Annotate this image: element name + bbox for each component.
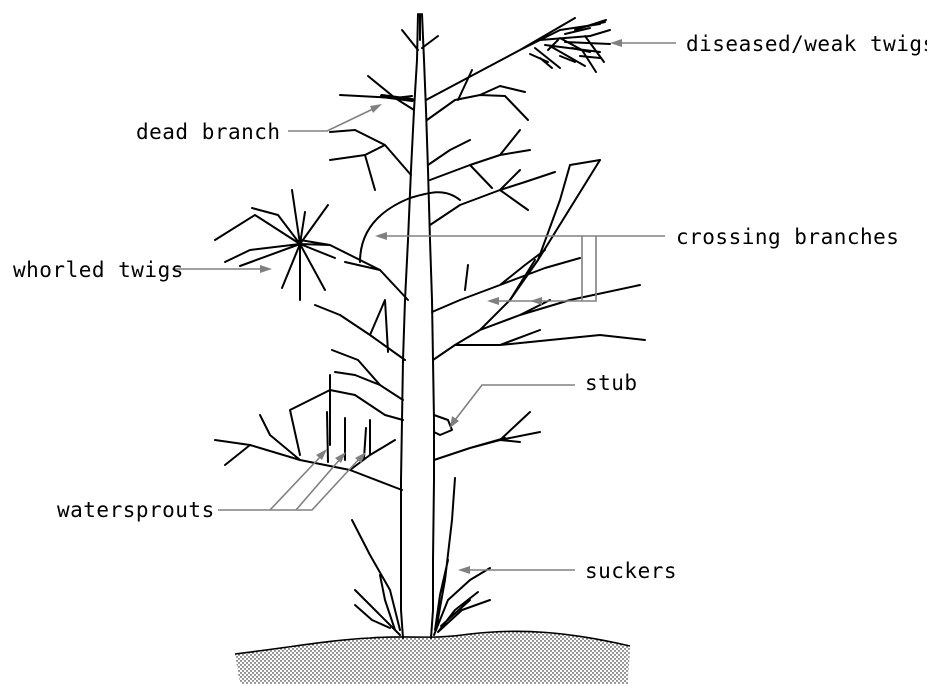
arrow-diseased (610, 39, 622, 47)
left-mid-branch (315, 300, 405, 360)
ground-stipple (235, 631, 630, 684)
label-dead-branch: dead branch (136, 120, 281, 144)
leader-dead-branch (288, 108, 375, 131)
whorled-branch (300, 240, 408, 300)
label-diseased-weak-twigs: diseased/weak twigs (686, 32, 927, 56)
arrow-crossing-3 (530, 297, 542, 305)
leader-stub (455, 385, 575, 420)
arrow-crossing-1 (375, 232, 387, 240)
left-droop-branch (330, 350, 403, 420)
right-long-branch-3 (455, 330, 645, 345)
upper-right-branch-2 (428, 130, 530, 188)
leader-watersprouts-2 (270, 455, 322, 510)
mid-right-branch (430, 170, 555, 225)
top-fork (402, 14, 438, 50)
arrow-suckers (458, 566, 470, 574)
suckers-right (434, 478, 490, 635)
label-watersprouts: watersprouts (57, 498, 215, 522)
watersprout-lines (327, 412, 366, 462)
left-lower-branch (215, 375, 402, 490)
arrow-whorled (260, 265, 272, 273)
suckers-left (352, 520, 400, 635)
right-lower-branch (434, 412, 540, 460)
trunk-right-edge (422, 14, 434, 638)
leader-watersprouts-1 (218, 458, 360, 510)
ground (235, 631, 630, 684)
upper-left-branch (330, 130, 411, 190)
labels: diseased/weak twigs dead branch crossing… (13, 32, 927, 583)
stub-shape (434, 415, 452, 435)
label-whorled-twigs: whorled twigs (13, 258, 184, 282)
label-stub: stub (585, 371, 638, 395)
upper-right-branch-1 (427, 70, 528, 120)
right-long-branch-2 (433, 160, 640, 360)
arrow-crossing-2 (487, 297, 499, 305)
label-crossing-branches: crossing branches (676, 225, 899, 249)
tree (215, 14, 645, 638)
arrow-dead-branch (370, 104, 382, 113)
label-suckers: suckers (585, 559, 677, 583)
arrow-watersprouts-1 (316, 449, 327, 460)
